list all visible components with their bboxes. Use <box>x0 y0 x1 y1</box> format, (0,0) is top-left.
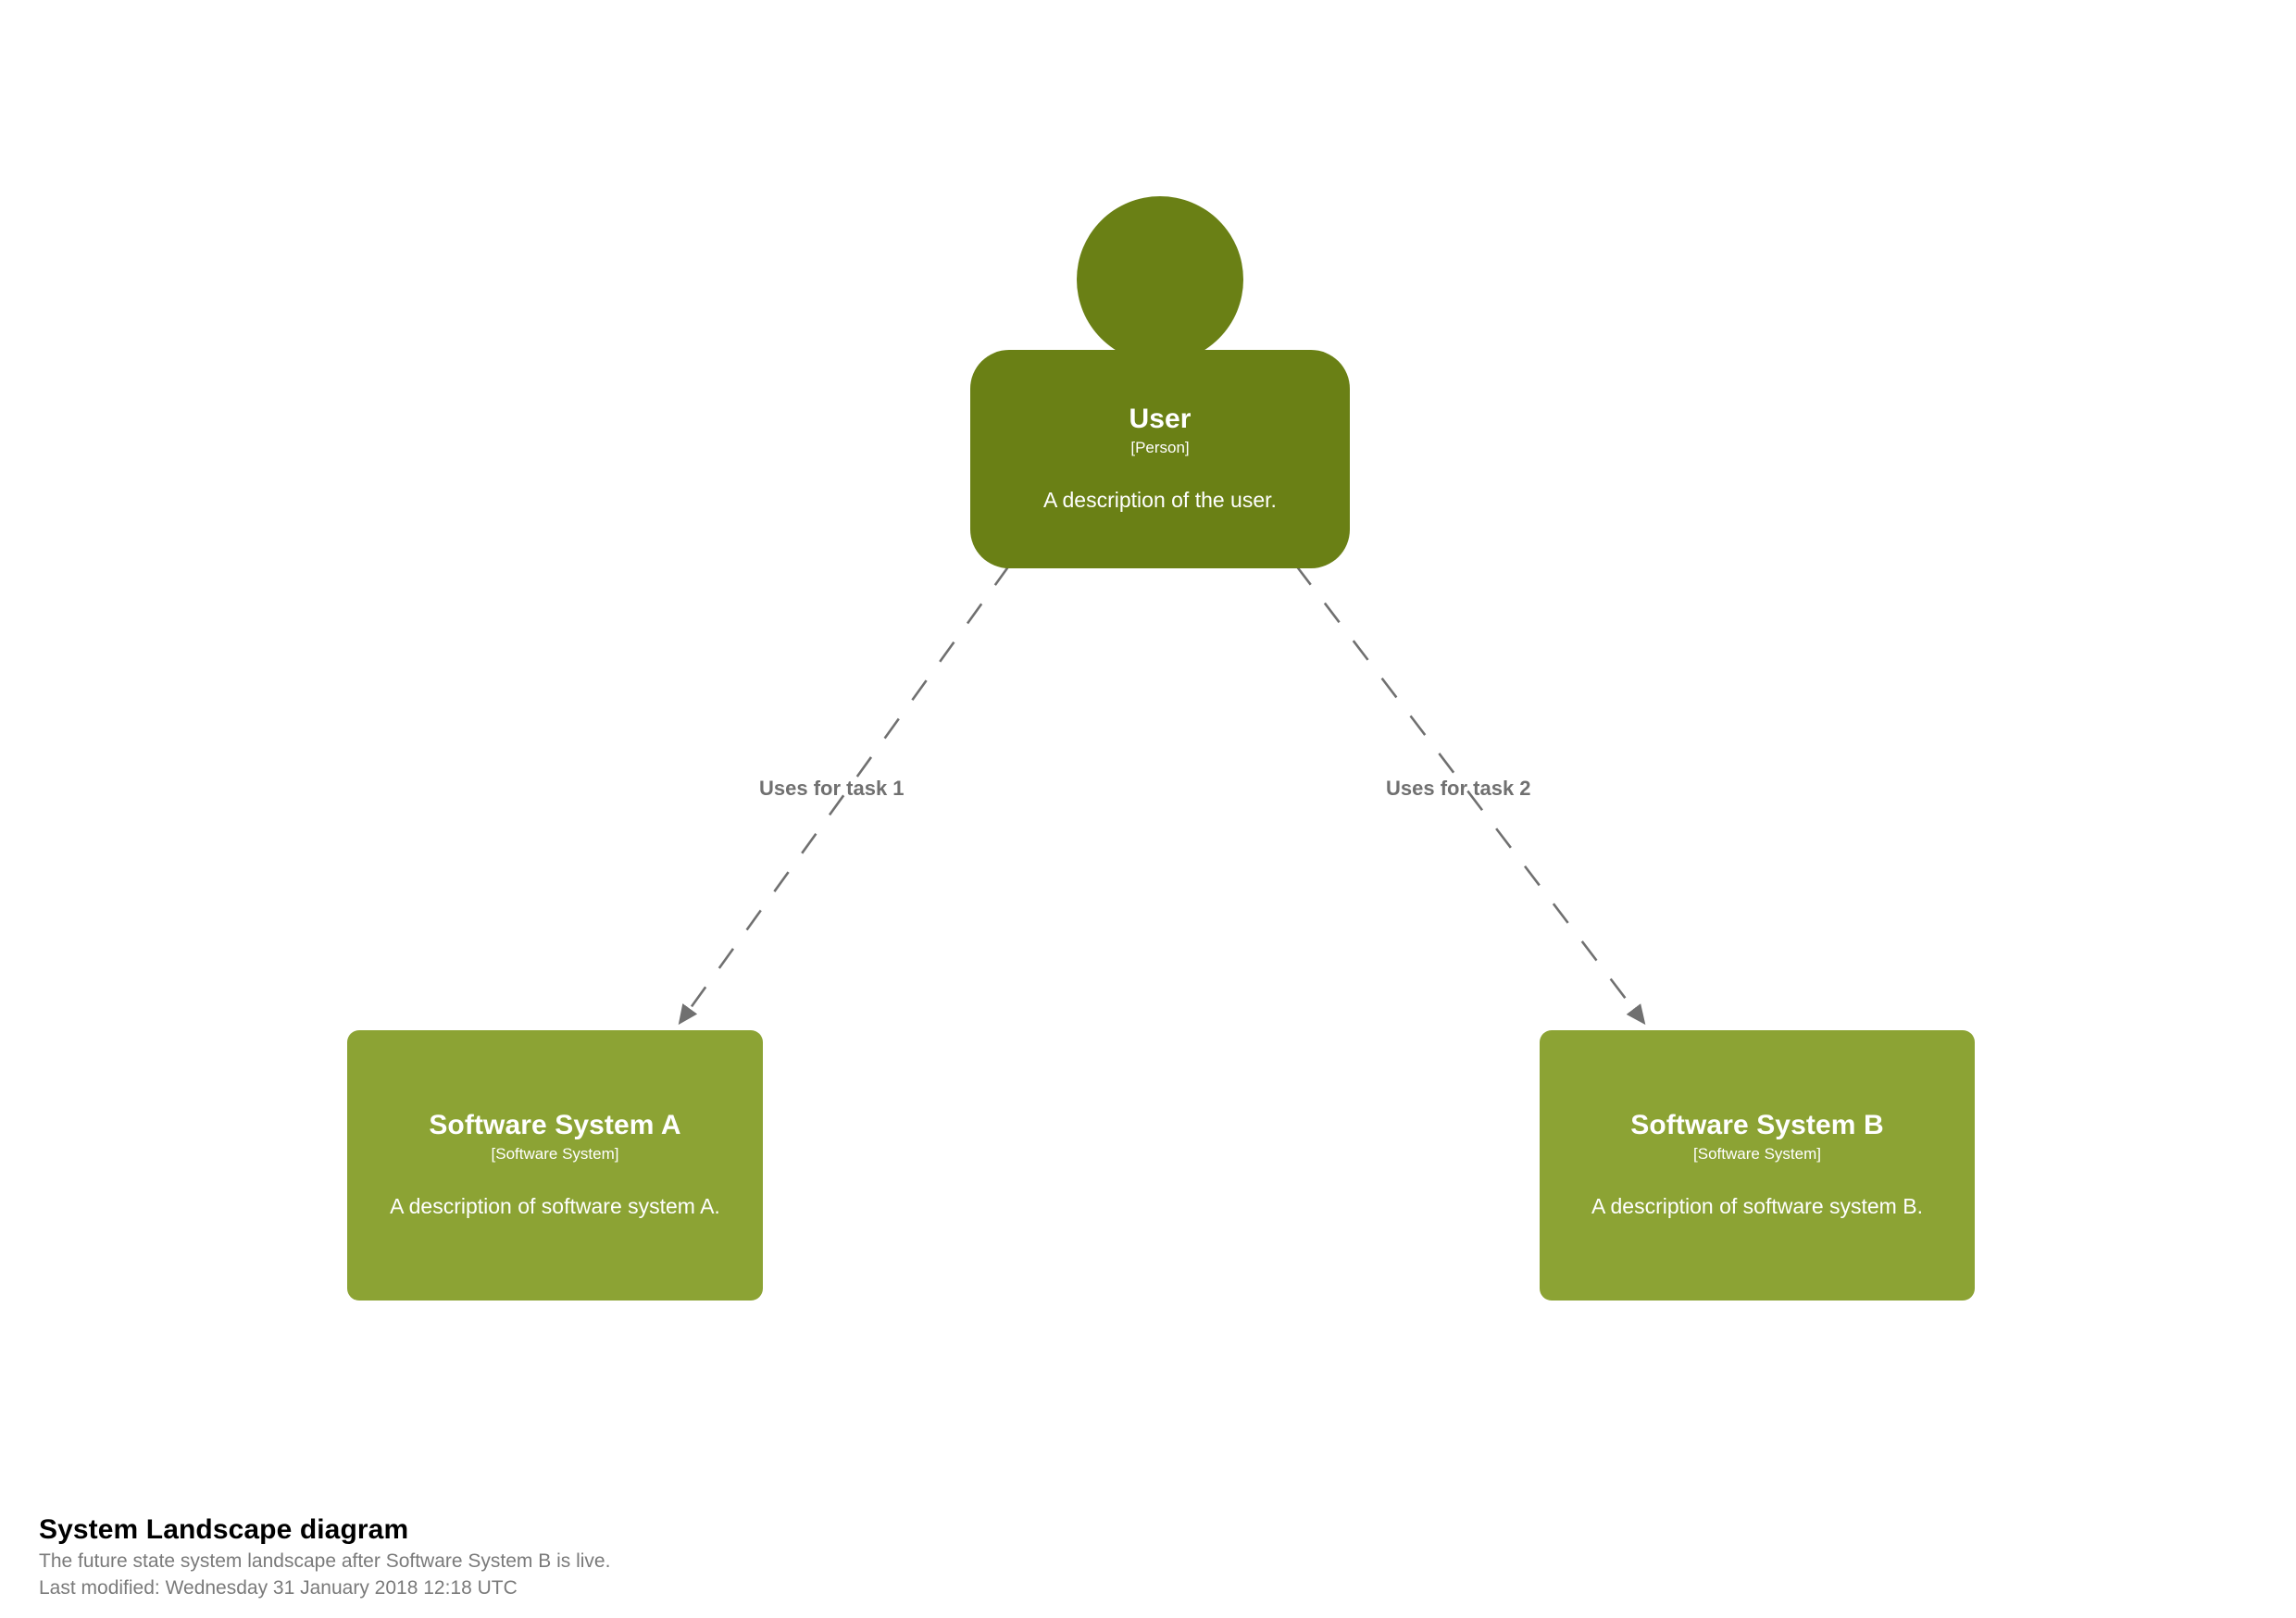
diagram-subtitle: The future state system landscape after … <box>39 1550 611 1572</box>
person-body-shape <box>970 350 1350 568</box>
relationship-label-1: Uses for task 1 <box>759 777 905 800</box>
relationship-line-2 <box>1294 565 1646 1026</box>
software-system-a[interactable]: Software System A [Software System] A de… <box>347 1030 763 1301</box>
person-name: User <box>1129 404 1192 435</box>
software-system-b-description: A description of software system B. <box>1591 1193 1923 1218</box>
person-type: [Person] <box>1130 438 1190 456</box>
person-user[interactable]: User [Person] A description of the user. <box>970 196 1350 568</box>
software-system-a-name: Software System A <box>429 1110 681 1141</box>
software-system-a-description: A description of software system A. <box>390 1193 720 1218</box>
software-system-b[interactable]: Software System B [Software System] A de… <box>1540 1030 1975 1301</box>
diagram-footer: System Landscape diagram The future stat… <box>39 1512 1335 1602</box>
software-system-b-type: [Software System] <box>1693 1144 1821 1163</box>
person-head-icon <box>1077 196 1243 363</box>
person-description: A description of the user. <box>1043 487 1277 512</box>
relationship-label-2: Uses for task 2 <box>1386 777 1531 800</box>
person-user-labels: User [Person] A description of the user. <box>970 350 1350 568</box>
software-system-b-name: Software System B <box>1630 1110 1884 1141</box>
software-system-a-type: [Software System] <box>491 1144 619 1163</box>
diagram-title: System Landscape diagram <box>39 1514 409 1545</box>
diagram-last-modified: Last modified: Wednesday 31 January 2018… <box>39 1577 518 1599</box>
